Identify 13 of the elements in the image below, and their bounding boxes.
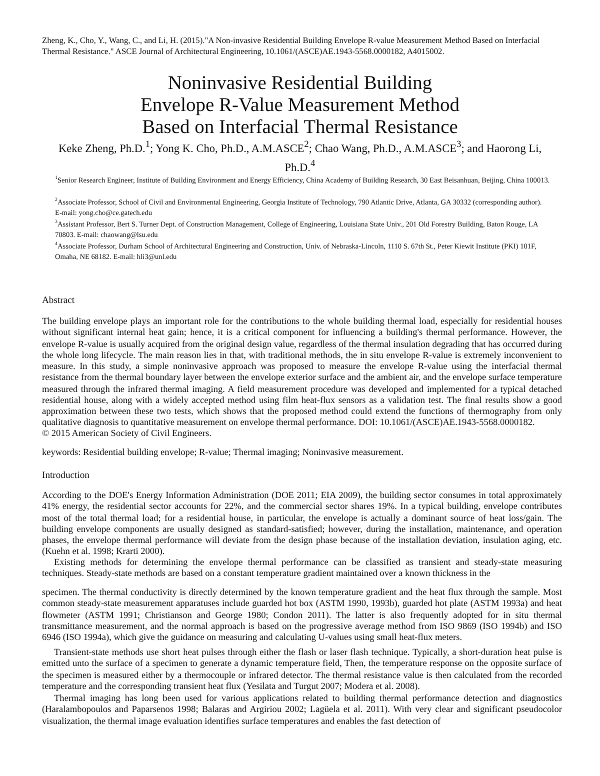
- abstract-paragraph: The building envelope plays an important role for the contributions to the whole building thermal load, especially for residential houses without significant internal heat gain; hence, it is a critical component for influencing a building's thermal performance. However, the envelope R-value is usually acquired from the original design value, regardless of the thermal insulation degrading that has occurred during the whole long lifecycle. The main reason lies in that, with traditional methods, the in situ envelope R-value is extremely inconvenient to measure. In this study, a simple noninvasive approach was proposed to measure the envelope R-value using the interfacial thermal resistance from the thermal boundary layer between the envelope exterior surface and the ambient air, and the envelope surface temperature measured through the infrared thermal imaging. A field measurement procedure was developed and implemented for a typical detached residential house, along with a widely accepted method using film heat-flux sensors as a validation test. The final results show a good approximation between these two tests, which shows that the proposed method could extend the functions of thermography from only qualitative diagnosis to quantitative measurement on envelope thermal performance. DOI: 10.1061/(ASCE)AE.1943-5568.0000182.: [42, 317, 562, 430]
- paper-title: Noninvasive Residential Building Envelope R-Value Measurement Method Based on Interfacial Thermal Resistance: [140, 73, 460, 139]
- paragraph: specimen. The thermal conductivity is directly determined by the known temperature gradient and the heat flux through the sample. Most common steady-state measurement apparatuses include guarded hot box (ASTM 1990, 1993b), guarded hot plate (ASTM 1993a) and heat flowmeter (ASTM 1991; Christianson and George 1980; Condon 2011). The latter is also frequently adopted for in situ thermal transmittance measurement, and the normal approach is based on the progressive average method from ISO 9869 (ISO 1994b) and ISO 6946 (ISO 1994a), which give the guidance on measuring and calculating U-values using small heat-flux meters.: [42, 588, 562, 644]
- paragraph: Thermal imaging has long been used for various applications related to building thermal performance detection and diagnostics (Haralambopoulos and Paparsenos 1998; Balaras and Argiriou 2002; Lagüela et al. 2011). With very clear and significant pseudocolor visualization, the thermal image evaluation identifies surface temperatures and enables the fast detection of: [42, 694, 562, 728]
- copyright-text: © 2015 American Society of Civil Engineers.: [42, 429, 212, 440]
- author-list: Keke Zheng, Ph.D.$^{1}$; Yong K. Cho, Ph.D., A.M.ASCE$^{2}$; Chao Wang, Ph.D., A.M.ASCE$^{3}$; and Haorong Li, Ph.D.$^{4}$: [42, 138, 558, 176]
- paragraph: Existing methods for determining the envelope thermal performance can be classified as transient and steady-state measuring techniques. Steady-state methods are based on a constant temperature gradient maintained over a known thickness in the: [42, 558, 562, 580]
- paragraph: Transient-state methods use short heat pulses through either the flash or laser flash technique. Typically, a short-duration heat pulse is emitted unto the surface of a specimen to generate a dynamic temperature field, Then, the temperature response on the opposite surface of the specimen is measured either by a thermocouple or infrared detector. The thermal resistance value is then calculated from the recorded temperature and the corresponding transient heat flux (Yesilata and Turgut 2007; Modera et al. 2008).: [42, 648, 562, 693]
- paragraph: According to the DOE's Energy Information Administration (DOE 2011; EIA 2009), the building sector consumes in total approximately 41% energy, the residential sector accounts for 22%, and the commercial sector shares 19%. In a typical building, envelope contributes most of the total thermal load; for a residential house, in particular, the envelope is actually a dominant source of heat loss/gain. The building envelope components are usually designed as standard-satisfied; however, during the installation, maintenance, and operation phases, the envelope thermal performance will deviate from the design phase because of the installation deviation, insulation aging, etc. (Kuehn et al. 1998; Krarti 2000).: [42, 491, 562, 558]
- section-heading: Introduction: [42, 470, 90, 482]
- section-heading: Abstract: [42, 295, 76, 306]
- citation-text: Zheng, K., Cho, Y., Wang, C., and Li, H. (2015)."A Non-invasive Residential Building Envelope R-value Measurement Method Based on Interfacial Thermal Resistance." ASCE Journal of Architectural Engineering, 10.1061/(ASCE)AE.1943-5568.0000182, A4015002.: [42, 35, 541, 57]
- keywords-text: keywords: Residential building envelope; R-value; Thermal imaging; Noninvasive measurement.: [42, 448, 405, 460]
